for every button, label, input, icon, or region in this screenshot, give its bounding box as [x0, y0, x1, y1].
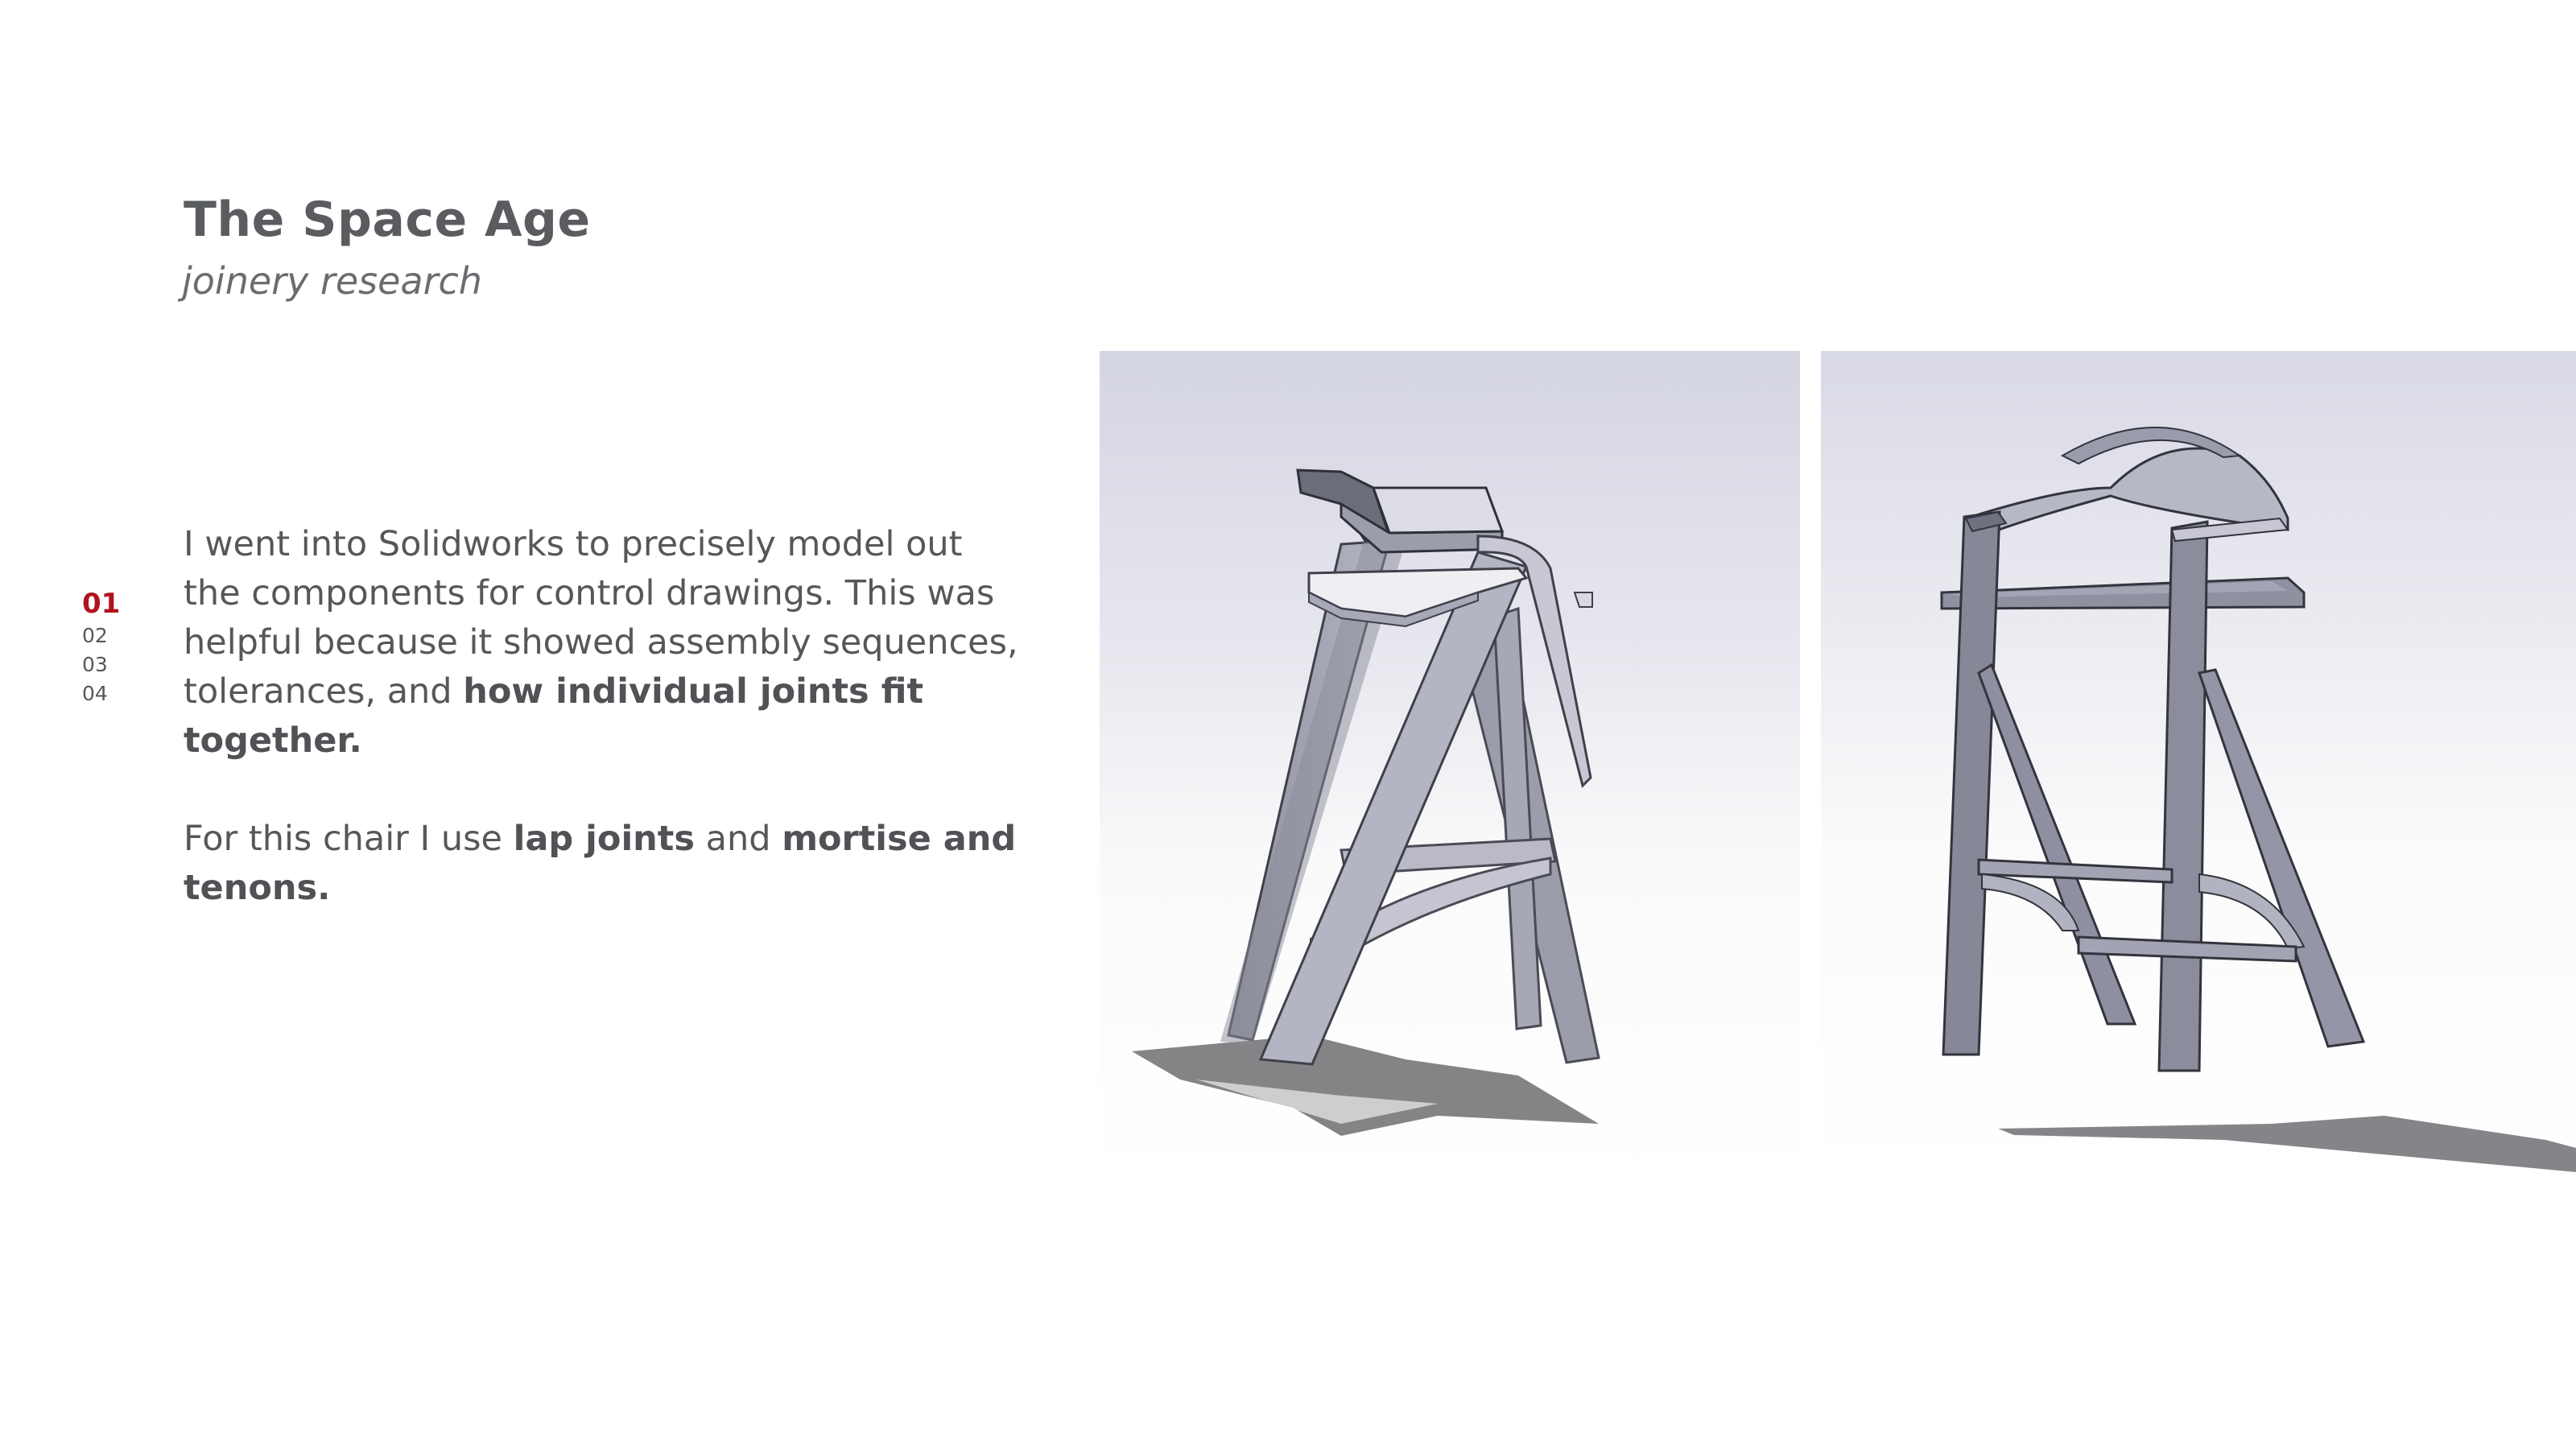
body-emphasis-mortise: mortise and tenons.: [184, 819, 1017, 908]
body-text-2a: For this chair I use: [184, 819, 514, 859]
stool-render-perspective: [1100, 351, 1800, 1180]
page-index-item-04[interactable]: 04: [82, 682, 108, 705]
page-subtitle: joinery research: [182, 259, 482, 303]
body-emphasis-lap-joints: lap joints: [513, 819, 695, 859]
body-paragraph-2: For this chair I use lap joints and mort…: [184, 815, 1021, 913]
page-title: The Space Age: [184, 192, 591, 248]
body-emphasis-joints: how individual joints fit together.: [184, 671, 924, 761]
stool-render-front: [1821, 351, 2576, 1180]
page-index-item-01[interactable]: 01: [82, 588, 121, 620]
page-index: 01 02 03 04: [82, 586, 120, 708]
body-text-2c: and: [694, 819, 782, 859]
page-index-item-03[interactable]: 03: [82, 653, 108, 676]
page-index-item-02[interactable]: 02: [82, 624, 108, 647]
body-copy: I went into Solidworks to precisely mode…: [184, 520, 1021, 913]
body-text-1a: I went into Solidworks to precisely mode…: [184, 524, 1018, 712]
body-paragraph-1: I went into Solidworks to precisely mode…: [184, 520, 1021, 766]
